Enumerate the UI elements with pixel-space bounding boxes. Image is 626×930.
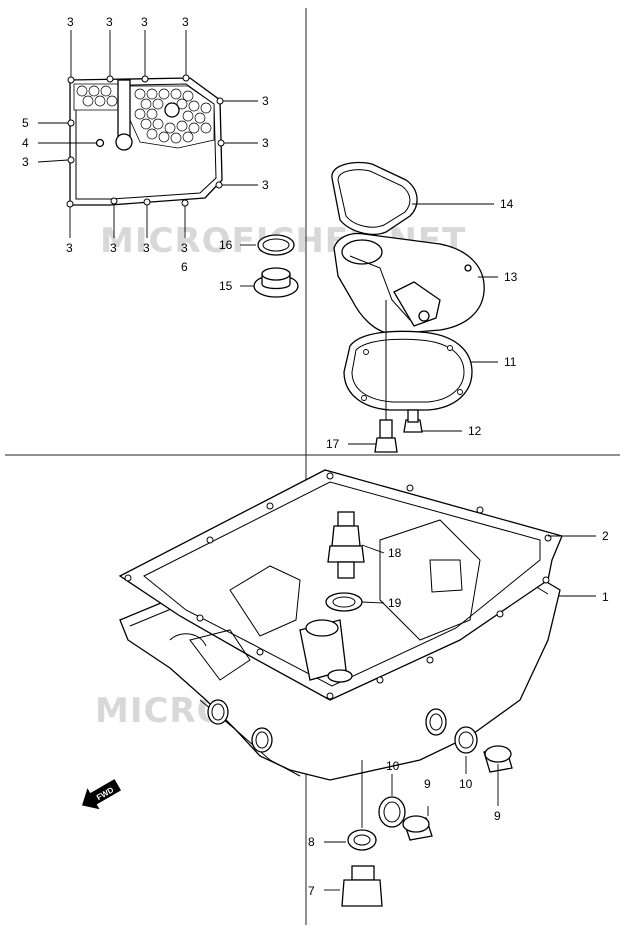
callout-11: 11: [504, 355, 517, 369]
callout-2: 2: [602, 529, 609, 543]
callout-right-2: 3: [262, 136, 269, 150]
cover-assembly-group: 14 13 11 12 17 16 15: [219, 161, 518, 453]
cover-gasket-11: [343, 330, 473, 411]
callout-1: 1: [602, 590, 609, 604]
callout-bottom-4: 3: [181, 241, 188, 255]
plug-bolt-4: [95, 138, 105, 148]
callout-bottom-2: 3: [110, 241, 117, 255]
callout-8: 8: [308, 835, 315, 849]
callout-right-3: 3: [262, 178, 269, 192]
drain-bolt-7: [341, 865, 383, 907]
bolt-12: [403, 409, 423, 433]
pan-leaders: [324, 535, 596, 891]
cover-leaders: [240, 203, 498, 445]
washer-10a: [378, 796, 406, 828]
callout-15: 15: [219, 279, 233, 293]
washer-19: [325, 592, 363, 612]
plug-9b: [483, 745, 513, 773]
callout-9b: 9: [494, 809, 501, 823]
callout-9a: 9: [424, 777, 431, 791]
callout-top-1: 3: [67, 15, 74, 29]
callout-top-3: 3: [141, 15, 148, 29]
callout-18: 18: [388, 546, 402, 560]
callout-bottom-1: 3: [66, 241, 73, 255]
oil-pan-gasket-2: [118, 469, 563, 701]
callout-19: 19: [388, 596, 402, 610]
callout-13: 13: [504, 270, 518, 284]
gasket-8: [347, 829, 377, 851]
callout-right-1: 3: [262, 94, 269, 108]
callout-bottom-6: 6: [181, 260, 188, 274]
washer-10b: [454, 726, 478, 754]
gasket-bolt-holes: [124, 472, 552, 700]
callout-17: 17: [326, 437, 340, 451]
callout-10b: 10: [459, 777, 473, 791]
callout-left-4: 4: [22, 136, 29, 150]
cover-gasket-14: [331, 161, 418, 235]
callout-10a: 10: [386, 759, 400, 773]
callout-left-5: 5: [22, 116, 29, 130]
strainer-plate-group: 3 3 3 3 5 4 3 3 3 3 3 3 3 3 6: [22, 15, 269, 274]
oil-pressure-switch-18: [327, 511, 365, 579]
fwd-arrow: FWD: [82, 779, 122, 810]
callout-top-2: 3: [106, 15, 113, 29]
oil-pan-group: 2 1 18 19 10 10 9 9 8 7: [118, 469, 609, 907]
plug-9a: [402, 815, 433, 841]
plate-leaders: [37, 30, 258, 238]
callout-7: 7: [308, 884, 315, 898]
honeycomb-cells: [76, 85, 212, 144]
callout-12: 12: [468, 424, 482, 438]
strainer-pickup: [115, 133, 133, 151]
callout-left-3: 3: [22, 155, 29, 169]
callout-bottom-3: 3: [143, 241, 150, 255]
callout-top-4: 3: [182, 15, 189, 29]
o-ring-16: [257, 234, 295, 256]
grommet-15: [253, 267, 299, 298]
side-ports: [207, 699, 447, 753]
callout-14: 14: [500, 197, 514, 211]
callout-16: 16: [219, 238, 233, 252]
drain-boss: [299, 619, 353, 683]
bolt-17: [374, 300, 398, 453]
